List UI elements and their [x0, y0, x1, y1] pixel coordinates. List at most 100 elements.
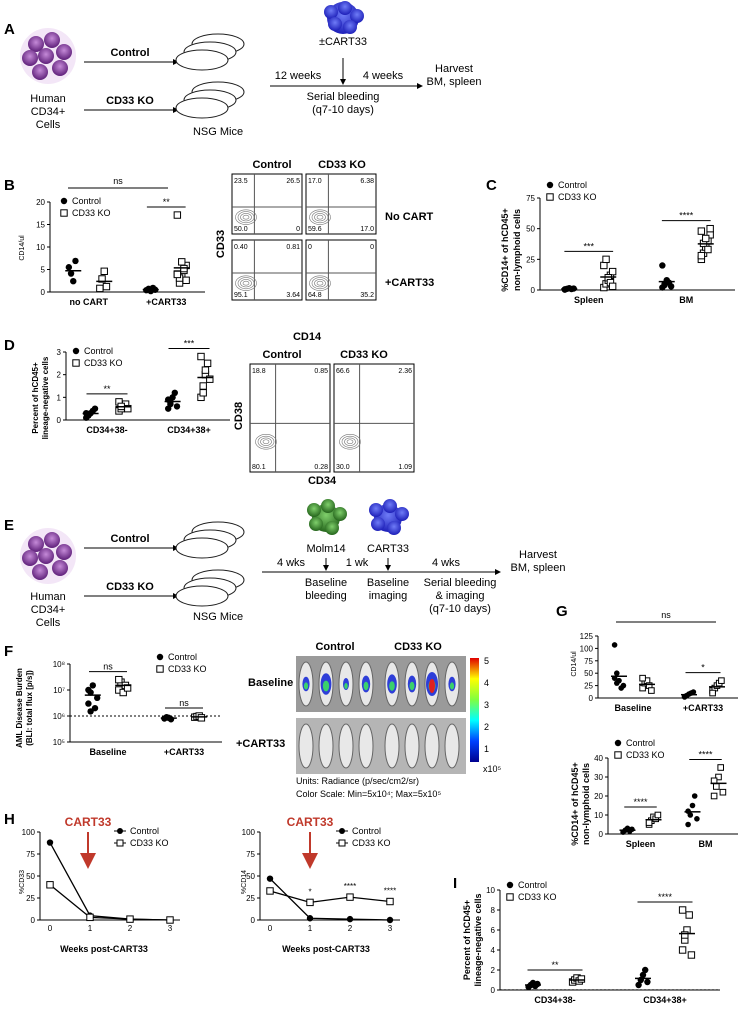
data-point-cd33ko — [197, 352, 205, 361]
y-axis-label: %CD14 — [241, 870, 248, 894]
y-tick-label: 10⁷ — [53, 686, 65, 695]
data-point-cd33ko — [654, 811, 662, 819]
y-tick-label: 75 — [526, 194, 535, 203]
data-point-control — [306, 915, 314, 922]
flow-col-title: Control — [252, 159, 291, 171]
y-tick-label: 0 — [589, 694, 594, 703]
source-label: Human — [30, 591, 65, 603]
quadrant-value: 26.5 — [286, 178, 300, 185]
harvest-label: BM, spleen — [510, 562, 565, 574]
density-contour — [346, 439, 354, 445]
significance-label: **** — [344, 882, 356, 891]
data-point-cd33ko — [182, 276, 190, 285]
cart33-marker-label: CART33 — [287, 815, 334, 829]
y-tick-label: 125 — [580, 632, 594, 641]
x-tick-label: CD34+38- — [86, 425, 127, 435]
significance-label: ns — [179, 698, 189, 708]
y-tick-label: 30 — [594, 773, 603, 782]
quadrant-value: 2.36 — [398, 368, 412, 375]
units-note: Units: Radiance (p/sec/cm2/sr) — [296, 776, 419, 786]
y-tick-label: 10 — [594, 811, 603, 820]
data-point-control — [629, 826, 635, 833]
data-point-control — [46, 839, 54, 846]
plot-f: 10⁸10⁷10⁶10⁵Baselinens+CART33nsControlCD… — [53, 652, 222, 757]
significance-label: ns — [661, 610, 671, 620]
panel-letter: G — [556, 603, 568, 620]
quadrant-value: 18.8 — [252, 368, 266, 375]
legend-label: Control — [84, 346, 113, 356]
y-tick-label: 50 — [246, 872, 255, 881]
flow-b: Control CD33 KO No CART +CART33 CD14 CD3… — [215, 159, 434, 343]
panel-f: F 10⁸10⁷10⁶10⁵Baselinens+CART33nsControl… — [4, 641, 502, 799]
flow-plot — [249, 363, 331, 473]
y-tick-label: 5 — [41, 266, 46, 275]
color-scale-tick: 2 — [484, 722, 489, 732]
data-point-control — [614, 680, 620, 686]
density-contour — [314, 279, 326, 288]
y-tick-label: 0 — [531, 286, 536, 295]
y-axis-label: CD14/ul — [571, 651, 578, 677]
y-axis-label: non-lymphoid cells — [512, 209, 522, 291]
data-point-control — [72, 347, 80, 355]
data-point-cd33ko — [706, 224, 714, 233]
bleed-label: (q7-10 days) — [312, 104, 374, 116]
step-label: Baseline — [367, 577, 409, 589]
mice-label: NSG Mice — [193, 126, 243, 138]
density-contour — [341, 435, 359, 448]
y-tick-label: 8 — [491, 906, 496, 915]
density-contour — [257, 435, 275, 448]
cell-label: CART33 — [367, 543, 409, 555]
step-label: & imaging — [436, 590, 485, 602]
data-point-cd33ko — [546, 193, 554, 201]
y-tick-label: 100 — [22, 828, 36, 837]
data-point-cd33ko — [506, 893, 514, 901]
data-point-cd33ko — [702, 234, 710, 243]
density-contour — [311, 277, 329, 290]
img-row-title: +CART33 — [236, 738, 285, 750]
flow-row-title: +CART33 — [385, 277, 434, 289]
color-scale-tick: 4 — [484, 678, 489, 688]
x-tick-label: CD34+38- — [534, 995, 575, 1005]
data-point-cd33ko — [608, 267, 617, 276]
data-point-cd33ko — [306, 898, 314, 907]
mouse-image — [404, 723, 420, 769]
y-tick-label: 100 — [242, 828, 256, 837]
y-tick-label: 25 — [246, 894, 255, 903]
data-point-control — [173, 403, 181, 410]
data-point-control — [266, 875, 274, 882]
data-point-cd33ko — [72, 359, 80, 367]
density-contour — [344, 437, 356, 446]
data-point-cd33ko — [697, 227, 706, 235]
color-scale-tick: 3 — [484, 700, 489, 710]
y-tick-label: 20 — [36, 198, 45, 207]
step-label: bleeding — [305, 590, 347, 602]
data-point-control — [94, 694, 101, 702]
quadrant-value: 0 — [370, 244, 374, 251]
y-axis-label: %CD14+ of hCD45+ — [500, 208, 510, 292]
flow-y-label: CD33 — [215, 230, 227, 258]
source-label: CD34+ — [31, 604, 66, 616]
mouse-image — [444, 723, 460, 769]
data-point-control — [534, 980, 541, 988]
cart-cells-icon — [369, 499, 409, 535]
data-point-control — [611, 642, 618, 648]
flow-plot — [333, 363, 415, 473]
density-contour — [260, 437, 272, 446]
mice-label: NSG Mice — [193, 611, 243, 623]
y-tick-label: 0 — [599, 830, 604, 839]
data-point-cd33ko — [681, 931, 689, 939]
bli-signal — [303, 682, 309, 690]
data-point-cd33ko — [717, 764, 725, 771]
significance-label: *** — [184, 339, 195, 349]
density-contour — [309, 275, 331, 291]
quadrant-value: 17.0 — [360, 226, 374, 233]
y-tick-label: 40 — [594, 754, 603, 763]
significance-label: ** — [551, 960, 559, 970]
flow-plot — [231, 173, 303, 235]
img-col-title: CD33 KO — [394, 641, 442, 653]
